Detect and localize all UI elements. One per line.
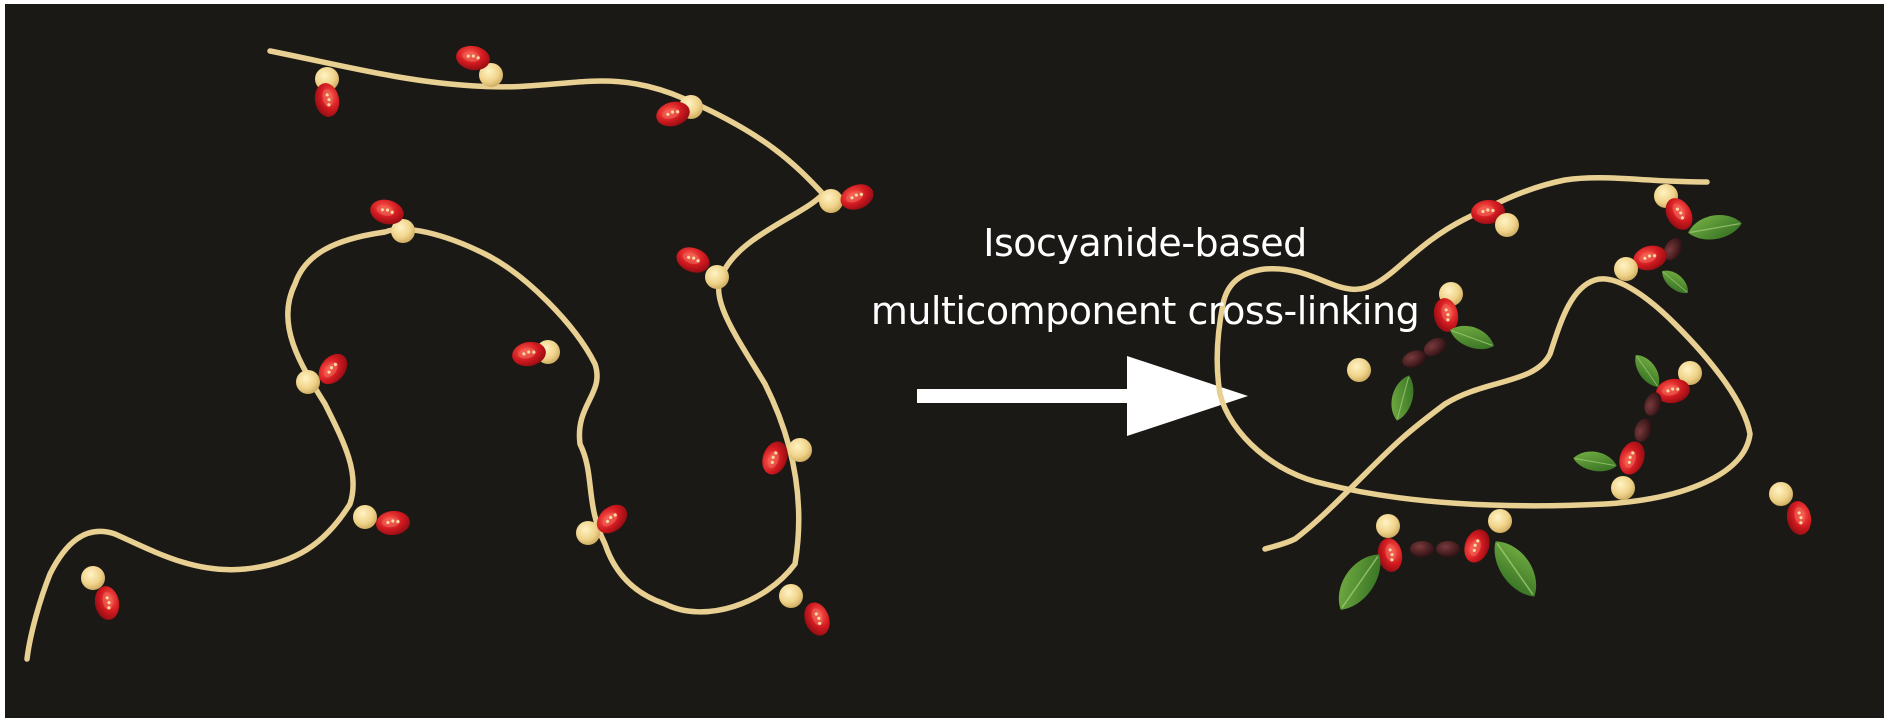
crosslinked-network-strands xyxy=(1214,175,1753,552)
linear-polymer-strands xyxy=(24,48,826,662)
diagram-panel: Isocyanide-based multicomponent cross-li… xyxy=(5,4,1884,718)
linear-polymer-pendants xyxy=(81,43,878,640)
pasta-strand-icon xyxy=(1214,175,1753,552)
caption-line-2: multicomponent cross-linking xyxy=(870,289,1420,333)
reaction-caption: Isocyanide-based multicomponent cross-li… xyxy=(835,209,1455,345)
diagram-illustration xyxy=(24,43,1814,662)
pasta-strand-icon xyxy=(24,48,826,662)
caption-line-1: Isocyanide-based xyxy=(983,221,1307,265)
arrow-right-icon xyxy=(917,356,1248,436)
